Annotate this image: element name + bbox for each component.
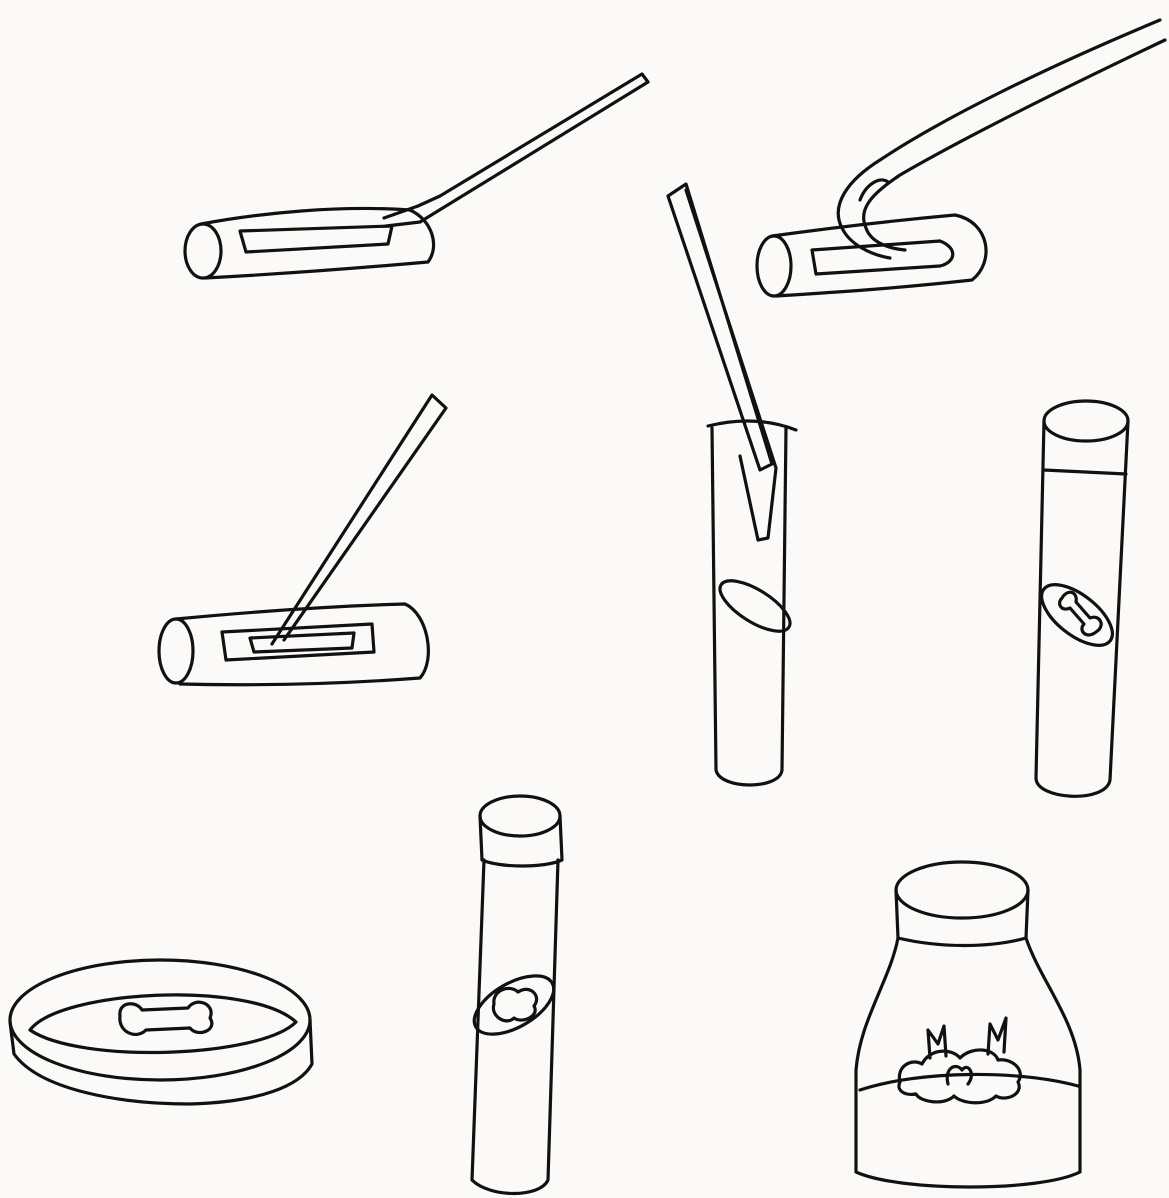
capped-tube-with-explant [1034,399,1130,798]
tube-with-forceps [666,182,798,787]
explant-slant [718,579,792,633]
tube-cap [478,794,562,838]
stem-outer-cut [220,622,376,662]
stem-with-forceps [755,18,1167,298]
shoot-2 [986,1016,1008,1056]
shoot-3 [945,1064,973,1086]
cap-line [1042,468,1128,476]
tube-body [1034,419,1130,798]
stem-end [755,234,793,298]
stem-incision [238,224,394,254]
stem-body [770,213,988,298]
cap-body [478,814,564,868]
bottle-cap-top [894,860,1030,920]
stem-incision [810,239,955,276]
tube-body [710,426,788,787]
scalpel [382,72,650,228]
dish-inner-edge [28,993,298,1055]
medium-line [858,1072,1080,1092]
callus [491,986,539,1023]
callus-mass [897,1048,1022,1105]
tube-cap [1042,399,1130,443]
forceps [666,182,778,542]
stem-end [157,617,195,685]
stem-inner-cut [248,631,356,654]
stem-end [183,222,223,280]
stem-body [174,602,430,687]
bone-shaped-explant [1057,590,1103,637]
explant-slant [1040,583,1114,647]
scalpel [270,393,448,646]
bone-shaped-explant [118,1000,214,1036]
stem-body [199,206,436,280]
tube-rim [706,419,798,432]
tall-tube-with-callus [470,794,564,1196]
culture-bottle-with-plantlets [854,860,1082,1189]
explant-slant [472,974,556,1036]
shoot-1 [926,1024,948,1060]
bottle-cap-band [894,888,1030,948]
bottle-body [854,936,1082,1189]
tube-body [470,858,560,1196]
dish-wall [8,1018,314,1106]
dish-rim [8,958,312,1082]
stem-with-scalpel-2 [157,393,448,687]
petri-dish [8,958,314,1106]
stem-with-scalpel-1 [183,72,650,280]
forceps [836,18,1167,260]
